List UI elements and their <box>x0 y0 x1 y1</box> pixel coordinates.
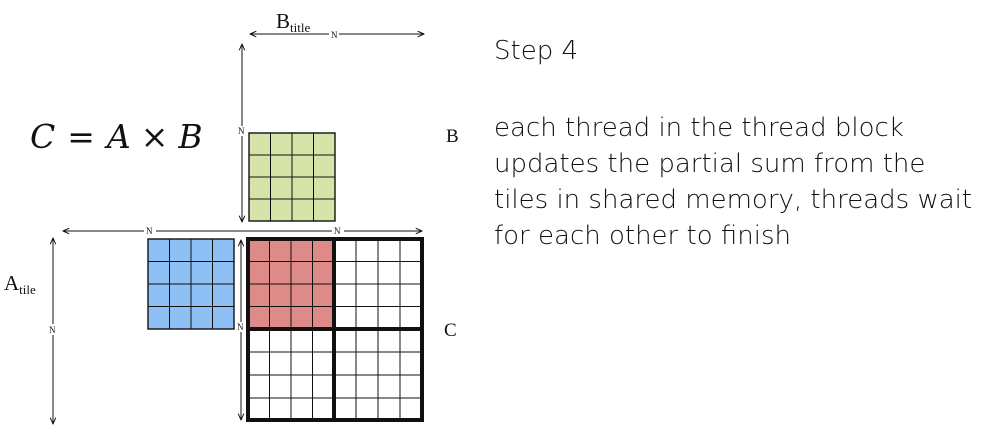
step-title: Step 4 <box>494 36 579 66</box>
b-tile-label: Btitle <box>276 9 310 35</box>
a-tile-label: Atile <box>4 271 36 297</box>
a-tile-n-label: N <box>49 325 56 335</box>
matrix-c-label: C <box>444 320 457 341</box>
blue-a-tile <box>147 238 235 330</box>
a-tile-label-bg <box>0 268 50 300</box>
b-tile-n-bg <box>329 30 339 40</box>
b-height-n-bg <box>237 126 247 136</box>
c-width-n-bg <box>332 226 344 236</box>
a-width-n-label: N <box>146 226 153 236</box>
matrix-b-label: B <box>446 126 459 147</box>
c-height-n-bg <box>236 322 247 332</box>
b-tile-n-label: N <box>331 30 338 40</box>
a-tile-n-bg <box>47 324 58 335</box>
green-b-tile <box>248 132 336 222</box>
matrix-c <box>246 237 424 422</box>
a-width-n-bg <box>144 226 156 236</box>
equation: C=A×B <box>30 117 203 156</box>
c-width-n-label: N <box>334 226 341 236</box>
step-description: each thread in the thread block updates … <box>494 113 973 251</box>
b-tile-label-bg <box>276 6 326 32</box>
c-height-n-label: N <box>237 322 244 332</box>
b-height-n-label: N <box>238 126 245 136</box>
